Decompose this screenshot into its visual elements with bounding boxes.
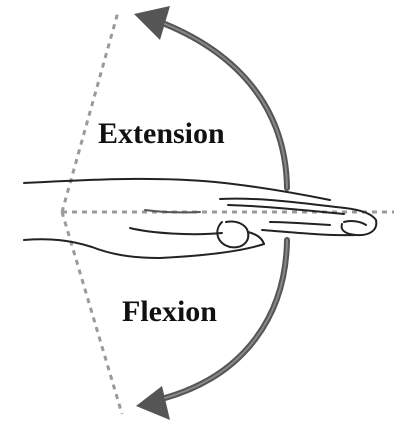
extension-label: Extension — [98, 119, 225, 149]
dotted-guides — [62, 12, 394, 414]
flexion-arrow-icon — [136, 240, 287, 420]
extension-arrow-icon — [134, 6, 287, 188]
flexion-label: Flexion — [122, 297, 217, 327]
fingernail — [344, 221, 366, 225]
palm-bottom — [24, 239, 264, 258]
thenar-curve — [130, 228, 222, 234]
hand-illustration — [24, 179, 376, 258]
thumb — [217, 221, 248, 247]
thumb-base — [248, 232, 264, 244]
finger-crease-lower — [270, 222, 330, 225]
fingers-underside — [262, 230, 356, 235]
extension-limit-dotted-line — [62, 12, 118, 212]
